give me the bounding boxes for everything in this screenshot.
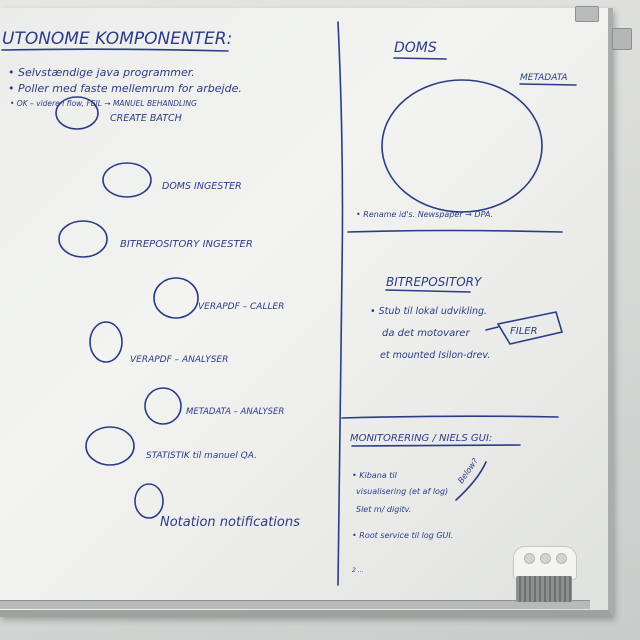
board-clip-top (575, 6, 599, 22)
monitoring-line: Slet m/ digitv. (356, 505, 411, 514)
bitrepo-title: BITREPOSITORY (386, 275, 483, 289)
component-circle (89, 321, 123, 363)
filer-connector (485, 326, 499, 331)
component-label: METADATA – ANALYSER (186, 407, 284, 417)
component-circle (102, 162, 152, 198)
component-circle (153, 277, 199, 319)
filer-label: FILER (510, 326, 538, 337)
metadata-underline (519, 83, 577, 86)
doms-title: DOMS (394, 40, 437, 56)
bitrepo-line: • Stub til lokal udvikling. (370, 306, 487, 317)
board-clip-side (612, 28, 632, 50)
monitoring-line: visualisering (et af log) (356, 487, 448, 496)
eraser-dot (540, 553, 551, 564)
component-circle (134, 483, 164, 519)
component-label: CREATE BATCH (110, 113, 182, 124)
component-label: STATISTIK til manuel QA. (146, 451, 257, 461)
monitoring-line: • Root service til log GUI. (352, 531, 453, 540)
heading-underline (1, 48, 229, 52)
bullet-line: • Selvstændige java programmer. (8, 66, 195, 79)
whiteboard (0, 8, 613, 617)
component-label: VERAPDF – ANALYSER (130, 355, 228, 365)
component-circle (144, 387, 182, 425)
monitoring-underline (351, 444, 521, 447)
component-circle (85, 426, 135, 466)
component-label: DOMS INGESTER (162, 181, 242, 192)
monitoring-footnote: 2 ... (352, 567, 364, 574)
monitoring-line: • Kibana til (352, 471, 398, 480)
marker-tray (0, 600, 590, 609)
bullet-line: • OK – videre i flow, FEJL → MANUEL BEHA… (10, 99, 197, 108)
bitrepo-line: da det motovarer (382, 328, 470, 339)
filer-box (496, 311, 564, 345)
component-label: BITREPOSITORY INGESTER (120, 239, 253, 250)
doms-title-underline (393, 57, 447, 60)
heading: UTONOME KOMPONENTER: (2, 29, 232, 49)
component-label: Notation notifications (160, 515, 300, 530)
monitoring-title: MONITORERING / NIELS GUI: (350, 433, 492, 444)
whiteboard-eraser (513, 546, 577, 604)
doms-note: • Rename id's. Newspaper → DPA. (356, 210, 493, 219)
component-circle (58, 220, 108, 258)
component-label: VERAPDF – CALLER (198, 302, 284, 312)
bitrepo-title-underline (385, 289, 471, 293)
eraser-dot (556, 553, 567, 564)
bullet-line: • Poller med faste mellemrum for arbejde… (8, 82, 242, 95)
monitoring-aside: Below? (456, 456, 480, 485)
divider-bitrepo-monitoring (341, 415, 559, 419)
eraser-body (516, 576, 572, 602)
bitrepo-line: et mounted Isilon-drev. (380, 350, 490, 361)
below-arrow (455, 461, 487, 501)
doms-metadata-label: METADATA (520, 73, 568, 83)
eraser-dot (524, 553, 535, 564)
component-circle (55, 96, 99, 130)
divider-doms-bitrepo (347, 229, 563, 233)
eraser-top (513, 546, 577, 580)
doms-circle (381, 79, 543, 213)
vertical-divider (337, 21, 344, 586)
